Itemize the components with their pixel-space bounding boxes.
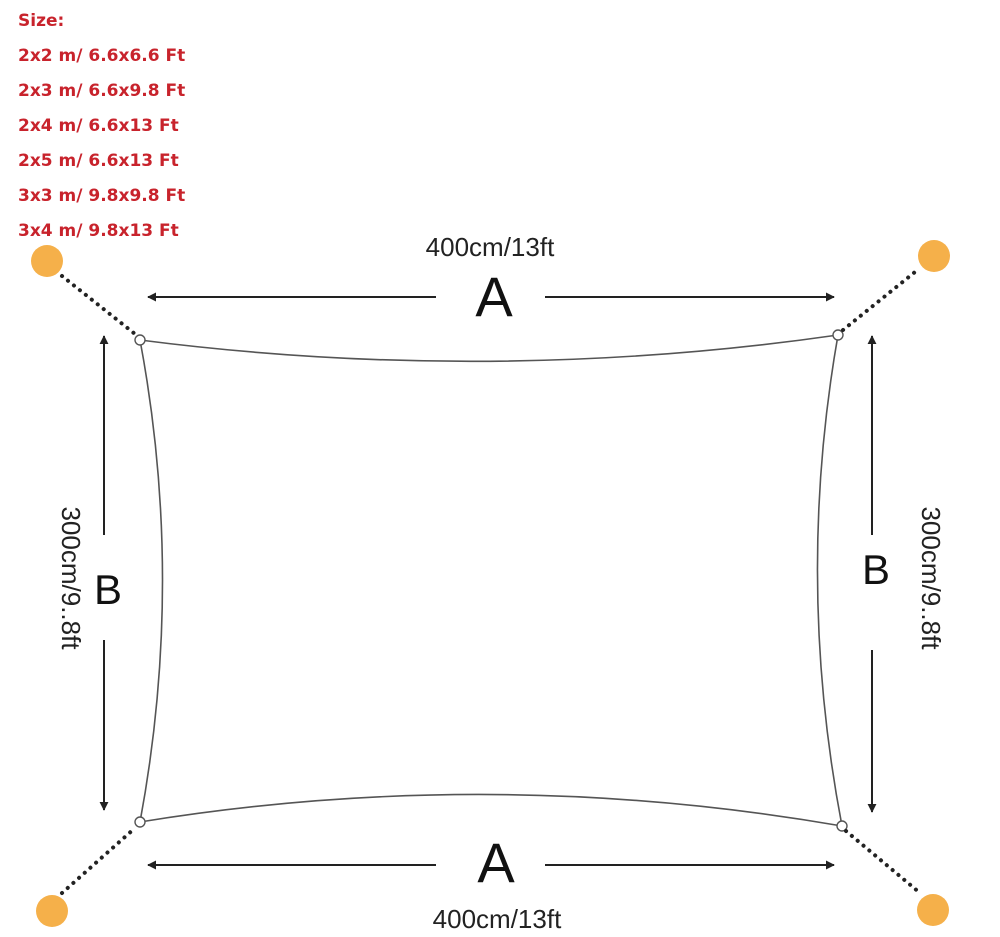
- right-letter-b: B: [862, 546, 890, 593]
- corner-ring: [832, 329, 844, 341]
- left-letter-b: B: [94, 566, 122, 613]
- bottom-dimension-label: 400cm/13ft: [433, 904, 562, 934]
- size-option: 2x4 m/ 6.6x13 Ft: [18, 116, 179, 136]
- top-letter-a: A: [475, 265, 513, 328]
- bottom-letter-a: A: [477, 831, 515, 894]
- top-dimension-label: 400cm/13ft: [426, 232, 555, 262]
- size-list: Size: 2x2 m/ 6.6x6.6 Ft 2x3 m/ 6.6x9.8 F…: [18, 4, 185, 249]
- size-heading: Size:: [18, 11, 65, 31]
- tie-rope: [841, 270, 917, 332]
- size-option: 3x3 m/ 9.8x9.8 Ft: [18, 186, 186, 206]
- size-option: 2x3 m/ 6.6x9.8 Ft: [18, 81, 186, 101]
- tie-rope: [844, 829, 922, 895]
- left-dimension-label: 300cm/9..8ft: [56, 506, 86, 650]
- anchor-point: [918, 240, 950, 272]
- size-option: 3x4 m/ 9.8x13 Ft: [18, 221, 179, 241]
- corner-ring: [836, 820, 848, 832]
- tie-rope: [60, 274, 137, 336]
- size-option: 2x5 m/ 6.6x13 Ft: [18, 151, 179, 171]
- anchor-point: [31, 245, 63, 277]
- corner-ring: [134, 816, 146, 828]
- tie-rope: [60, 826, 137, 895]
- right-dimension-label: 300cm/9..8ft: [916, 506, 946, 650]
- size-option: 2x2 m/ 6.6x6.6 Ft: [18, 46, 186, 66]
- corner-ring: [134, 334, 146, 346]
- anchor-point: [36, 895, 68, 927]
- anchor-point: [917, 894, 949, 926]
- sail-outline: [139, 334, 844, 827]
